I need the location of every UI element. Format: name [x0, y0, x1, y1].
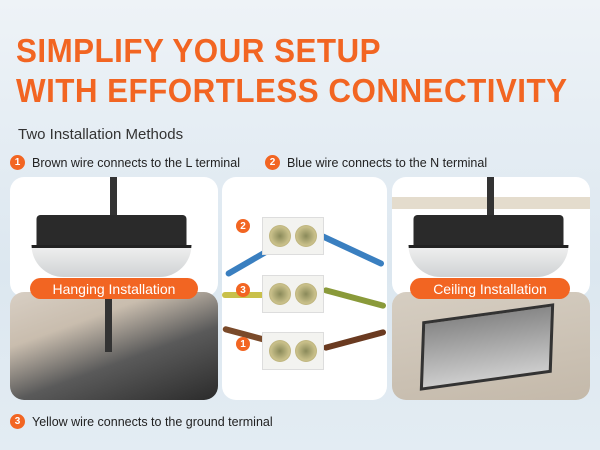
step-text: Blue wire connects to the N terminal	[287, 155, 488, 170]
step-number: 1	[10, 155, 25, 170]
step-text: Brown wire connects to the L terminal	[32, 155, 240, 170]
hanging-installation-label: Hanging Installation	[30, 278, 198, 299]
headline-line2: WITH EFFORTLESS CONNECTIVITY	[16, 72, 568, 109]
step-1: 1 Brown wire connects to the L terminal	[10, 155, 240, 170]
step-2: 2 Blue wire connects to the N terminal	[265, 155, 487, 170]
ceiling-install-photo	[392, 292, 590, 400]
ceiling-installation-label: Ceiling Installation	[410, 278, 570, 299]
terminal-badge-n: 2	[236, 219, 250, 233]
ceiling-lamp-image	[392, 177, 590, 297]
subtitle: Two Installation Methods	[18, 126, 184, 143]
hanging-lamp-image	[10, 177, 218, 297]
headline-line1: SIMPLIFY YOUR SETUP	[16, 32, 381, 69]
step-3: 3 Yellow wire connects to the ground term…	[10, 414, 273, 429]
terminal-badge-l: 1	[236, 337, 250, 351]
step-number: 2	[265, 155, 280, 170]
wiring-terminal-image: 2 3 1	[222, 177, 387, 400]
hanging-install-photo	[10, 292, 218, 400]
terminal-badge-ground: 3	[236, 283, 250, 297]
step-number: 3	[10, 414, 25, 429]
step-text: Yellow wire connects to the ground termi…	[32, 414, 273, 429]
